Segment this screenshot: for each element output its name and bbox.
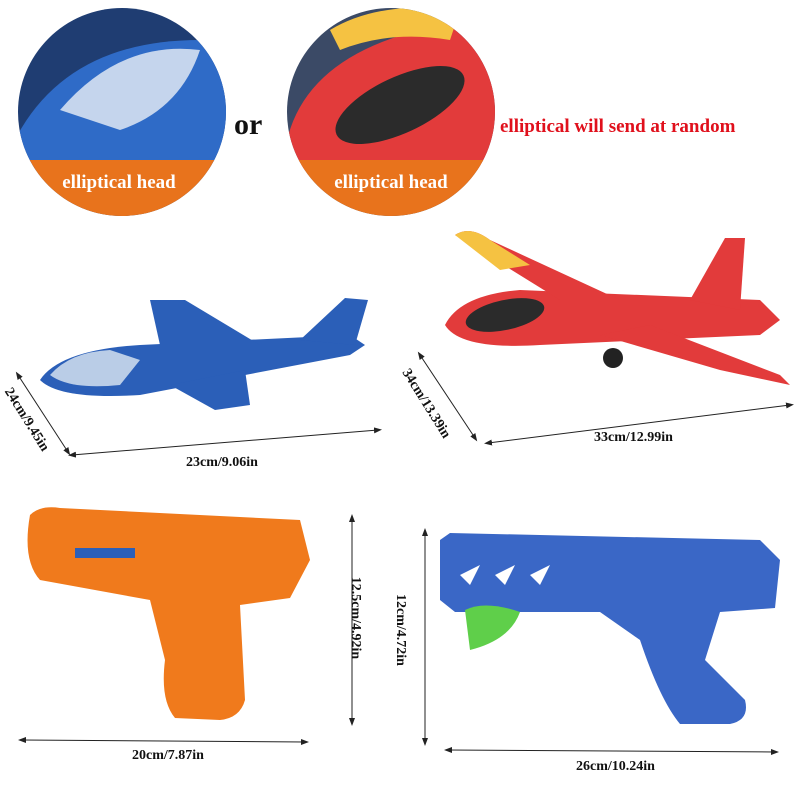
blue-gun (440, 533, 780, 724)
red-plane-width-label: 33cm/12.99in (594, 430, 673, 445)
blue-gun-height-label: 12cm/4.72in (392, 594, 408, 666)
random-notice: elliptical will send at random (500, 116, 736, 137)
blue-head-closeup (18, 8, 226, 216)
red-plane (445, 231, 790, 385)
orange-gun-width-label: 20cm/7.87in (132, 748, 204, 763)
blue-gun-width-label: 26cm/10.24in (576, 759, 655, 774)
orange-gun-height-label: 12.5cm/4.92in (348, 576, 364, 660)
blue-plane-width-label: 23cm/9.06in (186, 455, 258, 470)
or-separator: or (234, 108, 263, 141)
dimension-lines (15, 351, 794, 755)
blue-plane (40, 298, 368, 410)
left-head-label: elliptical head (62, 172, 176, 193)
red-head-closeup (287, 8, 495, 216)
right-head-label: elliptical head (334, 172, 448, 193)
orange-gun (27, 507, 311, 720)
